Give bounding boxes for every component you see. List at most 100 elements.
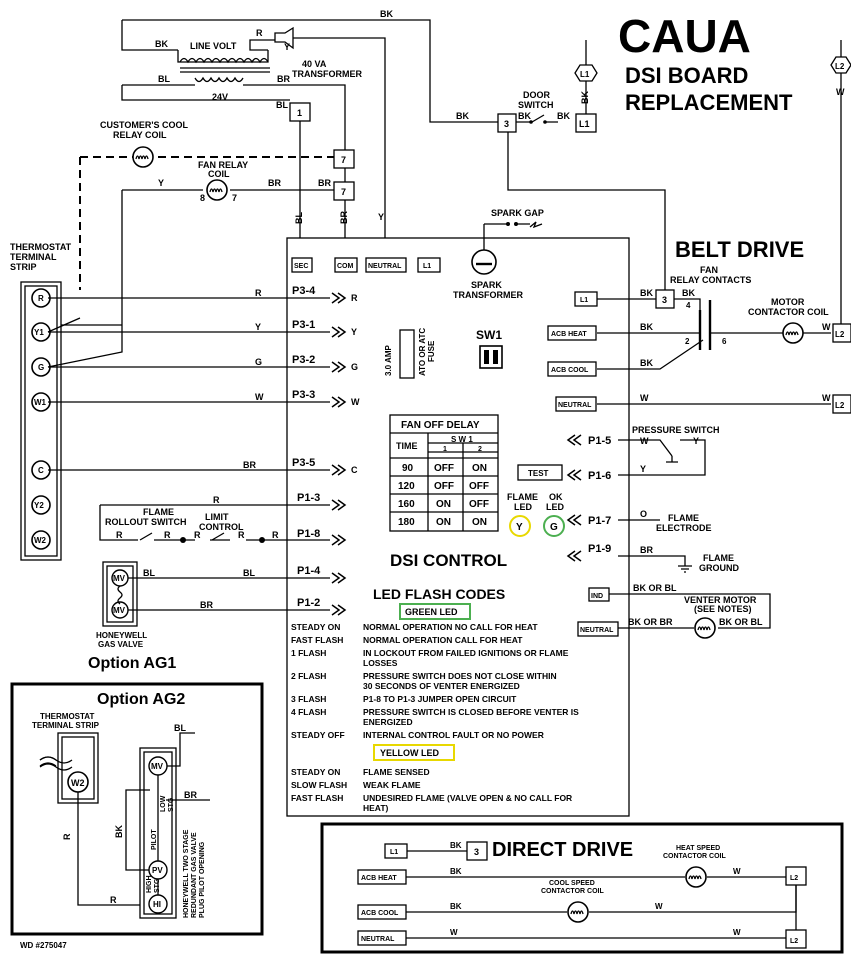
green-led-code-2: 1 FLASH — [291, 648, 326, 658]
terminal-7a-label: 7 — [341, 155, 346, 165]
honeywell-l2: GAS VALVE — [98, 640, 144, 649]
dd-cool-speed-l2: CONTACTOR COIL — [541, 888, 604, 895]
limit-control-l1: LIMIT — [205, 512, 229, 522]
motor-contactor-l2: CONTACTOR COIL — [748, 307, 829, 317]
flame-led-letter: Y — [516, 522, 523, 533]
fuse-amp-label: 3.0 AMP — [384, 345, 393, 376]
term-neutral-venter — [577, 621, 619, 637]
ag2-wire-r2: R — [110, 895, 117, 905]
thermostat-terminal-w2-label: W2 — [34, 536, 47, 545]
option-ag2-label: Option AG2 — [97, 691, 185, 708]
wire-label-bk-l1: BK — [580, 91, 590, 104]
wire-bk-or-br: BK OR BR — [628, 617, 673, 627]
plug-p17: P1-7 — [588, 515, 611, 527]
plug-p12: P1-2 — [297, 597, 320, 609]
ag2-low-stg-l1: LOW — [160, 795, 167, 812]
fan-off-delay-r1-s1: OFF — [434, 481, 454, 492]
fan-relay-coil-label-l2: COIL — [208, 169, 230, 179]
term-neutral-right — [555, 396, 597, 412]
wire-bk-or-bl: BK OR BL — [633, 583, 677, 593]
belt-drive-heading: BELT DRIVE — [675, 237, 804, 262]
mv-a: MV — [113, 574, 126, 583]
ag2-high-stg-l2: STG — [154, 878, 161, 893]
wire-g: G — [255, 357, 262, 367]
wire-label-bl-1: BL — [276, 100, 288, 110]
yellow-led-label: YELLOW LED — [380, 748, 439, 758]
wire-bk-or-bl-2: BK OR BL — [719, 617, 763, 627]
fuse-area: 3.0 AMP ATO OR ATCFUSE SW1 — [384, 328, 503, 379]
ag2-high-stg-l1: HIGH — [146, 876, 153, 894]
term-l1-label: L1 — [423, 263, 431, 270]
dd-wire-bk-1: BK — [450, 841, 462, 850]
ag2-high-stg: HIGHSTG — [146, 876, 161, 894]
wire-label-y-fanrelay: Y — [158, 178, 164, 188]
wire-r: R — [255, 288, 262, 298]
plug-p31: P3-1 — [292, 319, 315, 331]
wire-label-bk-door2: BK — [518, 111, 531, 121]
fan-off-delay-title: FAN OFF DELAY — [401, 420, 480, 431]
ag2-valve-label: HONEYWELL TWO STAGEREDUNDANT GAS VALVEPL… — [183, 829, 206, 918]
thermostat-terminal-y2 — [31, 495, 51, 515]
term-acb-heat — [547, 325, 597, 341]
plug-p33: P3-3 — [292, 389, 315, 401]
label-24v: 24V — [212, 92, 228, 102]
term-acb-heat-label: ACB HEAT — [551, 331, 587, 338]
fan-off-delay-r1-time: 120 — [398, 481, 415, 492]
wire-label-br-fanrelay: BR — [268, 178, 281, 188]
fan-off-delay-col1: 1 — [443, 446, 447, 453]
green-led-desc-0-0: NORMAL OPERATION NO CALL FOR HEAT — [363, 622, 538, 632]
yellow-led-desc-2-1: HEAT) — [363, 803, 389, 813]
dd-wire-w-3: W — [450, 928, 458, 937]
fuse-symbol — [399, 329, 415, 379]
board-top-terminals: SEC COM NEUTRAL L1 — [291, 257, 441, 273]
thermostat-wires: R Y G W BR P3-4 P3-1 P3-2 P3-3 P3-5 R Y … — [47, 285, 360, 476]
dd-wire-w-4: W — [733, 928, 741, 937]
terminal-3-top-label: 3 — [504, 119, 509, 129]
wire-label-bl-sec: BL — [294, 212, 304, 224]
spark-transformer-symbol — [471, 249, 497, 275]
thermostat-terminal-y2-label: Y2 — [34, 501, 44, 510]
ag2-thermostat-l2: TERMINAL STRIP — [32, 721, 100, 730]
wire-label-bk-door3: BK — [557, 111, 570, 121]
plug-p34: P3-4 — [292, 285, 316, 297]
term-acb-cool — [547, 361, 597, 377]
led-flash-codes: LED FLASH CODES GREEN LED YELLOW LED STE… — [291, 586, 579, 813]
customers-cool-relay-label-l1: CUSTOMER'S COOL — [100, 120, 188, 130]
green-led-code-3: 2 FLASH — [291, 671, 326, 681]
term-l1-right-label: L1 — [580, 297, 588, 304]
sw1-label: SW1 — [476, 328, 502, 342]
dd-l2-a-label: L2 — [790, 875, 798, 882]
yellow-led-code-1: SLOW FLASH — [291, 780, 347, 790]
sw1-dip-switch[interactable] — [479, 345, 503, 369]
ag2-hi: HI — [153, 900, 161, 909]
wire-label-y-top: Y — [284, 42, 290, 52]
green-led-label: GREEN LED — [405, 607, 458, 617]
fan-off-delay-r0-s1: OFF — [434, 463, 454, 474]
l1-hex-top — [574, 64, 598, 82]
fan-relay-4: 4 — [686, 301, 691, 310]
dd-wire-bk-3: BK — [450, 902, 462, 911]
wire-r-roll3: R — [194, 530, 201, 540]
green-led-desc-5-0: PRESSURE SWITCH IS CLOSED BEFORE VENTER … — [363, 707, 579, 717]
term-test — [517, 464, 563, 481]
thermostat-terminal-w2 — [31, 530, 51, 550]
green-led-desc-3-1: 30 SECONDS OF VENTER ENERGIZED — [363, 681, 520, 691]
green-led-desc-4-0: P1-8 TO P1-3 JUMPER OPEN CIRCUIT — [363, 694, 517, 704]
wire-y: Y — [255, 322, 261, 332]
flame-ground-l2: GROUND — [699, 563, 739, 573]
dsi-control-label: DSI CONTROL — [390, 551, 507, 570]
term-sec-label: SEC — [294, 263, 308, 270]
flame-electrode-l2: ELECTRODE — [656, 523, 712, 533]
ag2-mv: MV — [151, 762, 164, 771]
wire-r-roll2: R — [164, 530, 171, 540]
wire-bk-1: BK — [640, 288, 653, 298]
wire-label-bk-top: BK — [380, 9, 393, 19]
wire-y-ps: Y — [693, 436, 699, 446]
